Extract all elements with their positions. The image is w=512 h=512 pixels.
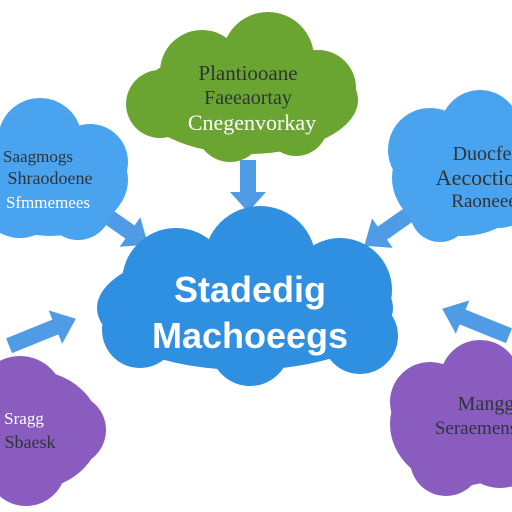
right-node-line2: Aecoctionl [436, 165, 512, 190]
cloud-center-main: Stadedig Machoeegs [97, 206, 398, 386]
cloud-bottomright-purple: Mangg Seraemens [390, 340, 512, 496]
top-node-line1: Plantiooane [198, 61, 297, 85]
bottomleft-node-line2: Sbaesk [5, 432, 56, 452]
right-node-line3: Raoneee [451, 191, 512, 212]
arrow-bottomright-to-center [442, 300, 512, 344]
left-node-line2: Shraodoene [8, 168, 93, 188]
arrow-top-to-center [230, 160, 266, 212]
cloud-top-green: Plantiooane Faeeaortay Cnegenvorkay [126, 12, 358, 162]
top-node-line3: Cnegenvorkay [188, 110, 316, 135]
cloud-right-blue: Duocfe Aecoctionl Raoneee [388, 90, 512, 242]
center-node-line2: Machoeegs [152, 315, 348, 356]
cloud-bottomleft-purple: Sragg Sbaesk [0, 356, 106, 506]
arrow-bottomleft-to-center [6, 310, 76, 354]
top-node-line2: Faeeaortay [204, 87, 292, 109]
left-node-line3: Sfmmemees [6, 193, 90, 212]
bottomright-node-line1: Mangg [458, 393, 512, 415]
left-node-line1: Saagmogs [3, 147, 73, 166]
right-node-line1: Duocfe [453, 143, 512, 165]
center-node-line1: Stadedig [174, 269, 326, 310]
cloud-left-blue: Saagmogs Shraodoene Sfmmemees [0, 98, 128, 240]
bottomleft-node-line1: Sragg [4, 409, 44, 428]
bottomright-node-line2: Seraemens [435, 418, 512, 439]
